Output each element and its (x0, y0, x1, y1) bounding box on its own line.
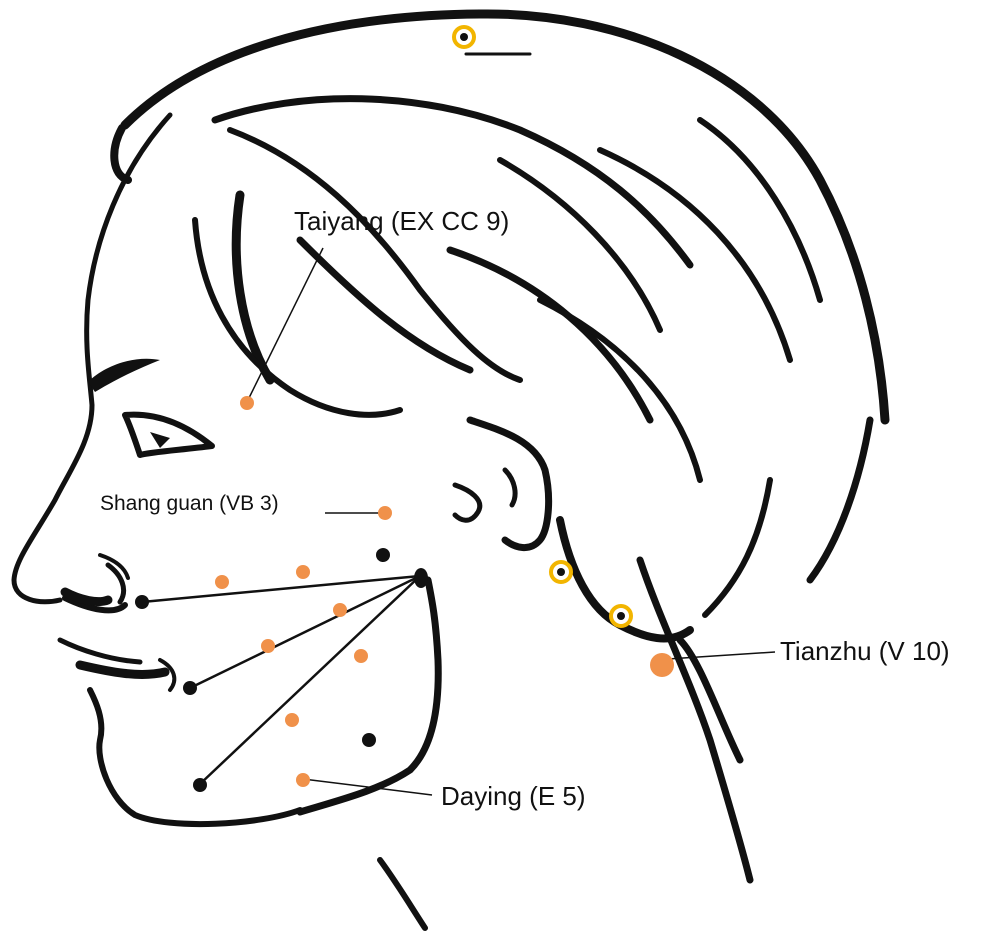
cheek-crease (100, 555, 128, 578)
face-creases (100, 555, 128, 578)
hair-strand (230, 130, 520, 380)
needle-line (142, 576, 420, 602)
leader-taiyang (247, 248, 323, 402)
acupoint-orange (354, 649, 368, 663)
mouth-line (80, 665, 165, 674)
hair-strand (810, 420, 870, 580)
ear-outer (470, 420, 549, 548)
hair-strands (195, 54, 870, 615)
chin-outline (90, 690, 300, 824)
acupoint-black-hub (414, 568, 428, 588)
hair-strand (450, 250, 650, 420)
neck-front (380, 860, 425, 928)
upper-lip (60, 640, 140, 662)
eye-region (88, 359, 212, 455)
ringed-acupoint (454, 27, 474, 47)
eyebrow (88, 359, 160, 392)
acupoint-daying (296, 773, 310, 787)
needle-line (190, 576, 420, 688)
leader-tianzhu (668, 652, 775, 659)
face-profile (14, 115, 170, 602)
acupoints (135, 27, 674, 792)
eye-pupil (150, 432, 170, 448)
label-tianzhu: Tianzhu (V 10) (780, 636, 950, 666)
acupoint-tianzhu (650, 653, 674, 677)
acupoint-black (193, 778, 207, 792)
acupoint-black (183, 681, 197, 695)
ear-inner (455, 485, 480, 520)
ringed-acupoint (551, 562, 571, 582)
acupoint-orange (285, 713, 299, 727)
jaw-outline (300, 580, 438, 812)
ringed-acupoint (611, 606, 631, 626)
eye-outline (125, 415, 212, 455)
hair-strand (300, 240, 470, 370)
acupoint-orange (215, 575, 229, 589)
acupoint-black (362, 733, 376, 747)
hair-strand (236, 195, 270, 380)
hair-strand (705, 480, 770, 615)
acupoint-orange (261, 639, 275, 653)
acupoint-taiyang (240, 396, 254, 410)
acupoint-black (135, 595, 149, 609)
label-daying: Daying (E 5) (441, 781, 586, 811)
acupoint-black (376, 548, 390, 562)
hair-strand (215, 99, 690, 265)
ear (455, 420, 549, 548)
hair-strand (500, 160, 660, 330)
label-shang-guan: Shang guan (VB 3) (100, 492, 279, 515)
ear-lobe (505, 470, 515, 505)
neck-back (640, 560, 750, 880)
label-taiyang: Taiyang (EX CC 9) (294, 206, 509, 236)
forehead-hairline (114, 128, 128, 180)
needle-line (200, 576, 420, 784)
connector-lines (142, 248, 775, 795)
acupoint-shang-guan (378, 506, 392, 520)
acupoint-orange (333, 603, 347, 617)
hair-strand (195, 220, 400, 415)
hair-strand (540, 300, 700, 480)
acupoint-orange (296, 565, 310, 579)
